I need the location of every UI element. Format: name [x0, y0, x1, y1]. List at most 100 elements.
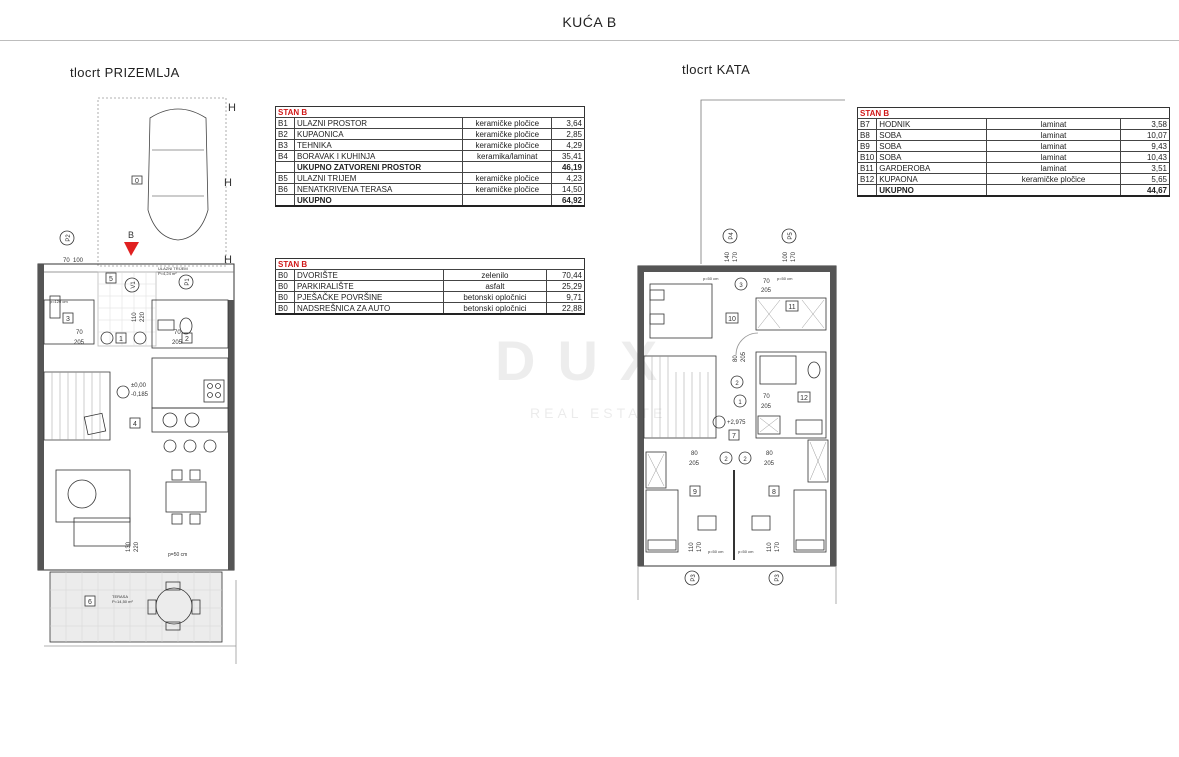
table-cell-code: B3	[275, 139, 295, 151]
table-cell-code: B0	[275, 302, 295, 315]
ground-outer-walls	[37, 263, 235, 571]
terrace-label: TERASA	[112, 594, 128, 599]
table-cell-name: PJEŠAČKE POVRŠINE	[294, 291, 444, 303]
window-marker-p2: P2	[66, 234, 72, 242]
table-cell-material: laminat	[985, 140, 1121, 152]
upper-floor-title: tlocrt KATA	[682, 62, 751, 77]
d2c-width: 80	[766, 451, 773, 457]
window-marker-p4: P4	[729, 232, 735, 240]
table-cell-material: betonski opločnici	[442, 291, 547, 303]
door-code-2c: 2	[743, 457, 747, 463]
table-cell-code	[275, 194, 295, 207]
door-a-height: 205	[74, 340, 85, 346]
table-cell-name: SOBA	[876, 151, 987, 163]
table-cell-material: keramičke pločice	[462, 172, 552, 184]
d2b-height: 205	[689, 461, 700, 467]
table-cell-material: laminat	[985, 129, 1121, 141]
room-label-8: 8	[772, 489, 776, 496]
terrace-area	[49, 571, 223, 643]
window-marker-p3-right: P3	[775, 574, 781, 582]
table-cell-value: 46,19	[551, 161, 585, 173]
room-label-12: 12	[800, 395, 808, 402]
room-label-9: 9	[693, 489, 697, 496]
dim-170b: 170	[791, 251, 797, 262]
dim-p120: p=120 cm	[50, 299, 68, 304]
p50-c: p=50 cm	[708, 549, 724, 554]
table-cell-material: laminat	[985, 162, 1121, 174]
table-cell-code: B6	[275, 183, 295, 195]
table-cell-material: laminat	[985, 118, 1121, 130]
dim-140: 140	[725, 251, 731, 262]
table-cell-name: NADSREŠNICA ZA AUTO	[294, 302, 444, 315]
table-cell-code: B7	[857, 118, 877, 130]
table-cell-material: keramika/laminat	[462, 150, 552, 162]
door-code-1: 1	[738, 400, 742, 406]
table-cell-value: 5,65	[1120, 173, 1170, 185]
table-cell-value: 4,29	[551, 139, 585, 151]
door-b-width: 70	[174, 330, 181, 336]
window-marker-p1: P1	[185, 278, 191, 286]
entry-arrow-icon	[124, 242, 139, 256]
table-cell-value: 3,64	[551, 117, 585, 129]
table-header: STAN B	[857, 107, 1170, 119]
table-cell-code	[275, 161, 295, 173]
table-cell-code: B0	[275, 291, 295, 303]
table-cell-name: NENATKRIVENA TERASA	[293, 183, 463, 195]
table-cell-name: SOBA	[876, 129, 987, 141]
room-label-1: 1	[119, 336, 123, 343]
door-a-width: 70	[76, 330, 83, 336]
table-cell-material: zelenilo	[442, 269, 547, 281]
p50-d: p=50 cm	[738, 549, 754, 554]
table-cell-value: 3,51	[1120, 162, 1170, 174]
d2a-width: 80	[733, 355, 739, 362]
table-cell-name: SOBA	[876, 140, 987, 152]
table-cell-name: UKUPNO ZATVORENI PROSTOR	[293, 161, 463, 173]
table-cell-name: GARDEROBA	[876, 162, 987, 174]
dim-130: 130	[126, 541, 132, 552]
dim-100: 100	[783, 251, 789, 262]
room-label-5: 5	[109, 276, 113, 283]
table-cell-value: 4,23	[551, 172, 585, 184]
door-code-2b: 2	[724, 457, 728, 463]
room-label-4: 4	[133, 421, 137, 428]
room-label-7: 7	[732, 433, 736, 440]
table-cell-value: 22,88	[546, 302, 585, 315]
table-cell-code: B12	[857, 173, 877, 185]
dim-p50-ground: p=50 cm	[168, 552, 187, 558]
dim-170c: 170	[697, 541, 703, 552]
upper-outer-walls	[637, 265, 837, 567]
door-b-height: 205	[172, 340, 183, 346]
table-cell-code: B0	[275, 280, 295, 292]
table-cell-value: 2,85	[551, 128, 585, 140]
dim-220-entry: 220	[140, 311, 146, 322]
table-header: STAN B	[275, 258, 585, 270]
dim-100-top: 100	[73, 258, 84, 264]
table-cell-name: PARKIRALIŠTE	[294, 280, 444, 292]
d1-height: 205	[761, 404, 772, 410]
dimension-mark-h3: H	[224, 254, 232, 266]
d1-width: 70	[763, 394, 770, 400]
table-cell-code: B8	[857, 129, 877, 141]
level-mark-ground-2: -0,185	[131, 392, 149, 398]
table-cell-material: asfalt	[442, 280, 547, 292]
watermark-logo: DUX	[495, 329, 680, 392]
level-mark-upper: +2,975	[727, 420, 746, 426]
window-marker-p5: P5	[788, 232, 794, 240]
table-cell-name: DVORIŠTE	[294, 269, 444, 281]
door-code-3: 3	[739, 283, 743, 289]
table-cell-material: betonski opločnici	[442, 302, 547, 315]
dim-220: 220	[134, 541, 140, 552]
table-cell-name: KUPAONA	[876, 173, 987, 185]
dim-110: 110	[132, 312, 138, 322]
